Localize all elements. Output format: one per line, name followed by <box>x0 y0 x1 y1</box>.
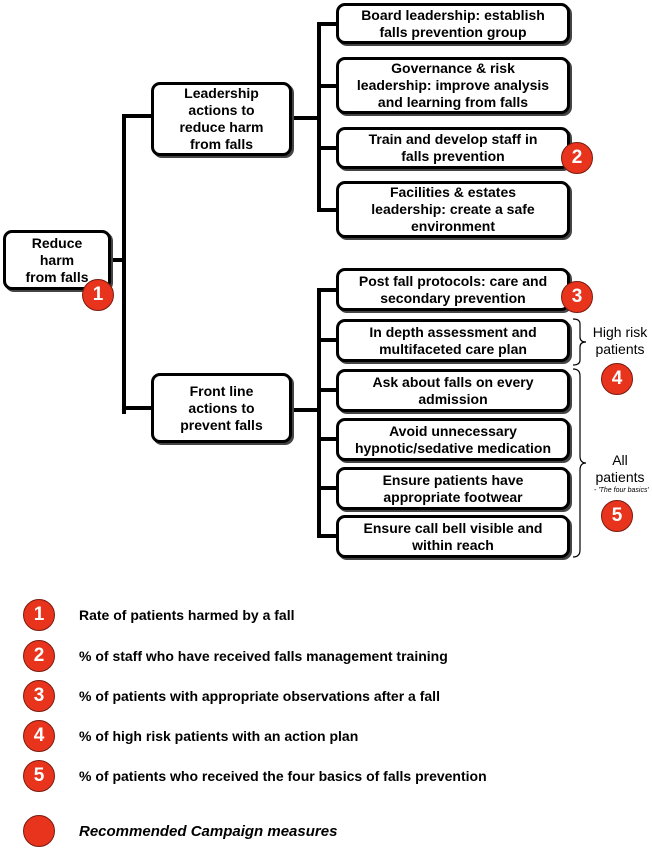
leadership-item: Facilities & estates leadership: create … <box>336 181 570 238</box>
frontline-item: In depth assessment and multifaceted car… <box>336 319 570 362</box>
legend-badge: 4 <box>23 720 55 752</box>
trunk-to-leadership <box>122 114 152 118</box>
frontline-item: Ask about falls on every admission <box>336 369 570 412</box>
root-connector <box>110 258 126 262</box>
leadership-item-label: Train and develop staff in falls prevent… <box>368 131 538 164</box>
frontline-item: Post fall protocols: care and secondary … <box>336 268 570 311</box>
legend-text: Rate of patients harmed by a fall <box>79 607 295 623</box>
leadership-item-label: Board leadership: establish falls preven… <box>361 6 545 40</box>
frontline-item: Ensure patients have appropriate footwea… <box>336 467 570 510</box>
leadership-branch-3 <box>317 146 337 150</box>
frontline-node: Front line actions to prevent falls <box>151 373 292 443</box>
frontline-item-label: Post fall protocols: care and secondary … <box>358 272 548 306</box>
frontline-branch-2 <box>317 338 337 342</box>
high-risk-brace <box>572 318 587 366</box>
frontline-branch-1 <box>317 288 337 292</box>
leadership-item: Train and develop staff in falls prevent… <box>336 127 570 169</box>
legend-badge: 2 <box>23 640 55 672</box>
frontline-item-label: In depth assessment and multifaceted car… <box>369 323 537 357</box>
frontline-item-label: Ensure call bell visible and within reac… <box>363 519 543 553</box>
leadership-branch-1 <box>317 22 337 26</box>
frontline-branch-3 <box>317 388 337 392</box>
all-patients-badge: 5 <box>601 500 633 532</box>
high-risk-badge: 4 <box>601 363 633 395</box>
frontline-item: Ensure call bell visible and within reac… <box>336 515 570 558</box>
four-basics-note: - 'The four basics' <box>594 487 649 494</box>
frontline-connector <box>291 408 321 412</box>
leadership-item-label: Governance & risk leadership: improve an… <box>356 60 550 110</box>
leadership-item-badge: 2 <box>561 142 593 174</box>
legend-footer: Recommended Campaign measures <box>79 823 338 840</box>
frontline-item-badge: 3 <box>561 281 593 313</box>
leadership-branch-4 <box>317 208 337 212</box>
leadership-connector <box>291 116 321 120</box>
frontline-item-label: Ask about falls on every admission <box>372 373 534 407</box>
frontline-item-label: Avoid unnecessary hypnotic/sedative medi… <box>354 422 552 456</box>
trunk-vertical <box>122 114 126 414</box>
leadership-item-label: Facilities & estates leadership: create … <box>371 184 535 234</box>
frontline-branch-5 <box>317 486 337 490</box>
legend-badge: 5 <box>23 760 55 792</box>
leadership-item: Board leadership: establish falls preven… <box>336 3 570 44</box>
high-risk-label: High risk patients <box>592 324 648 357</box>
leadership-node: Leadership actions to reduce harm from f… <box>151 82 292 156</box>
legend-footer-badge <box>23 815 55 847</box>
root-node: Reduce harm from falls <box>3 230 111 290</box>
frontline-item-label: Ensure patients have appropriate footwea… <box>382 471 524 505</box>
leadership-item: Governance & risk leadership: improve an… <box>336 57 570 114</box>
root-badge: 1 <box>82 279 114 311</box>
frontline-branch-4 <box>317 437 337 441</box>
legend-text: % of staff who have received falls manag… <box>79 648 448 664</box>
legend-text: % of high risk patients with an action p… <box>79 728 359 744</box>
frontline-branch-6 <box>317 534 337 538</box>
root-label: Reduce harm from falls <box>25 234 89 285</box>
legend-badge: 1 <box>23 599 55 631</box>
leadership-label: Leadership actions to reduce harm from f… <box>179 85 264 152</box>
all-patients-brace <box>572 368 587 558</box>
leadership-branch-2 <box>317 84 337 88</box>
legend-badge: 3 <box>23 680 55 712</box>
all-patients-label: All patients <box>595 452 645 485</box>
frontline-item: Avoid unnecessary hypnotic/sedative medi… <box>336 418 570 461</box>
legend-text: % of patients who received the four basi… <box>79 768 487 784</box>
frontline-vertical <box>317 288 321 538</box>
legend-text: % of patients with appropriate observati… <box>79 688 440 704</box>
frontline-label: Front line actions to prevent falls <box>180 382 263 433</box>
trunk-to-frontline <box>122 406 152 410</box>
leadership-vertical <box>317 22 321 212</box>
